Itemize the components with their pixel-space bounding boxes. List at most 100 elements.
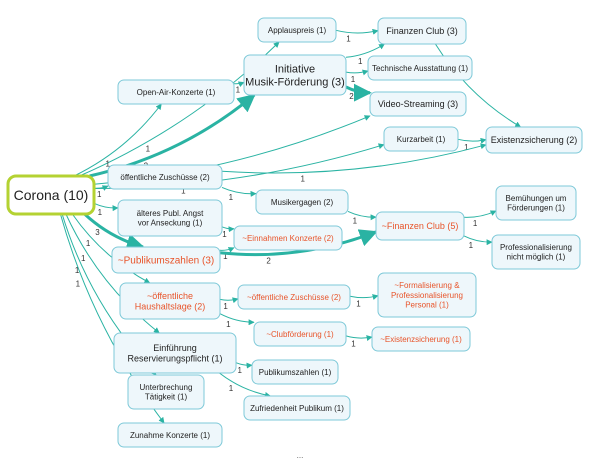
edge-label: 1 — [469, 241, 474, 250]
node-box — [491, 234, 581, 270]
node-box — [377, 17, 467, 45]
edge-label: 1 — [223, 302, 228, 311]
node-box — [237, 284, 351, 310]
node-label: Musik-Förderung (3) — [245, 77, 345, 89]
node-einnahmen[interactable]: ~Einnahmen Konzerte (2) — [233, 225, 343, 251]
edge-einfuehrung-to-publikumszahlen_1 — [235, 362, 253, 369]
node-label: Musikergagen (2) — [271, 198, 334, 207]
edge-clubfoerderung-to-existenzsicherung_1 — [345, 335, 373, 341]
node-label: Professionalisierung — [500, 243, 572, 252]
node-clubfoerderung[interactable]: ~Clubförderung (1) — [253, 321, 347, 347]
edge-initiative-to-video_streaming — [345, 83, 372, 102]
edge-musikergagen-to-finanzen_club_5 — [347, 210, 377, 221]
node-formalisierung[interactable]: ~Formalisierung &ProfessionalisierungPer… — [377, 272, 477, 318]
node-oeff_zuschuesse_2b[interactable]: ~öffentliche Zuschüsse (2) — [237, 284, 351, 310]
edge-initiative-to-finanzen_club_3 — [345, 43, 386, 58]
node-label: ~Formalisierung & — [394, 281, 460, 290]
node-label: Reservierungspflicht (1) — [127, 354, 222, 364]
edge-publikumszahlen_3-to-einnahmen — [219, 247, 235, 253]
node-oeff_zuschuesse_2[interactable]: öffentliche Zuschüsse (2) — [107, 164, 223, 190]
node-box — [243, 395, 351, 421]
node-box — [369, 91, 467, 117]
node-label: Technische Ausstattung (1) — [372, 64, 468, 73]
edge-label: 1 — [300, 175, 305, 184]
edge-label: 1 — [358, 57, 363, 66]
edge-label: 1 — [222, 230, 227, 239]
node-applauspreis[interactable]: Applauspreis (1) — [257, 17, 337, 43]
node-label: Einführung — [153, 343, 197, 353]
node-label: Zufriedenheit Publikum (1) — [250, 404, 344, 413]
node-publikumszahlen_1[interactable]: Publikumszahlen (1) — [251, 359, 339, 385]
edge-label: 1 — [346, 35, 351, 44]
edge-label: 1 — [464, 143, 469, 152]
edge-root-to-publikumszahlen_3 — [83, 212, 145, 252]
node-label: Personal (1) — [405, 300, 449, 309]
node-existenzsicherung_2[interactable]: Existenzsicherung (2) — [485, 126, 583, 154]
edge-root-to-haushaltslage — [71, 213, 151, 284]
edge-label: 1 — [229, 384, 234, 393]
edge-finanzen_club_5-to-bemuehungen — [463, 210, 497, 218]
edge-label: 1 — [351, 340, 356, 349]
node-box — [233, 225, 343, 251]
node-label: ~Finanzen Club (5) — [382, 221, 459, 231]
node-box — [253, 321, 347, 347]
edge-label: 1 — [353, 216, 358, 225]
edge-finanzen_club_5-to-professionalisierung — [463, 235, 493, 246]
node-box — [113, 332, 237, 374]
node-label: Förderungen (1) — [507, 204, 565, 213]
node-kurzarbeit[interactable]: Kurzarbeit (1) — [383, 126, 459, 152]
node-box — [251, 359, 339, 385]
node-box — [383, 126, 459, 152]
node-technische[interactable]: Technische Ausstattung (1) — [367, 55, 473, 81]
node-box — [107, 164, 223, 190]
node-label: ~Clubförderung (1) — [266, 330, 334, 339]
edge-initiative-to-technische — [345, 69, 369, 76]
node-zufriedenheit[interactable]: Zufriedenheit Publikum (1) — [243, 395, 351, 421]
node-existenzsicherung_1[interactable]: ~Existenzsicherung (1) — [371, 326, 471, 352]
edge-label: 2 — [266, 256, 271, 265]
edge-aelteres-to-einnahmen — [221, 226, 235, 233]
node-box — [111, 246, 221, 274]
edge-oeff_zuschuesse_2-to-existenzsicherung_2 — [221, 143, 487, 174]
node-finanzen_club_3[interactable]: Finanzen Club (3) — [377, 17, 467, 45]
edge-label: 1 — [97, 190, 102, 199]
node-label: ~Existenzsicherung (1) — [380, 335, 462, 344]
edge-oeff_zuschuesse_2-to-musikergagen — [221, 186, 257, 197]
node-open_air[interactable]: Open-Air-Konzerte (1) — [117, 79, 235, 105]
edge-label: 1 — [229, 193, 234, 202]
node-label: ~Publikumszahlen (3) — [118, 256, 214, 267]
footer-text: ... — [297, 451, 304, 459]
edge-oeff_zuschuesse_2b-to-formalisierung — [349, 294, 379, 300]
node-box — [119, 282, 221, 320]
edge-label: 1 — [76, 280, 81, 289]
node-publikumszahlen_3[interactable]: ~Publikumszahlen (3) — [111, 246, 221, 274]
edge-applauspreis-to-finanzen_club_3 — [335, 28, 379, 35]
node-finanzen_club_5[interactable]: ~Finanzen Club (5) — [375, 211, 465, 241]
node-musikergagen[interactable]: Musikergagen (2) — [255, 189, 349, 215]
node-label: ~öffentliche — [147, 291, 193, 301]
nodes-layer: Corona (10) Applauspreis (1) Finanzen Club… — [6, 17, 583, 448]
node-label: vor Anseckung (1) — [138, 219, 203, 228]
node-label: älteres Publ. Angst — [137, 209, 204, 218]
edge-kurzarbeit-to-existenzsicherung_2 — [457, 137, 487, 144]
edge-label: 1 — [105, 159, 110, 168]
node-label: Kurzarbeit (1) — [397, 135, 446, 144]
node-label: nicht möglich (1) — [507, 253, 566, 262]
node-root[interactable]: Corona (10) — [6, 174, 96, 216]
node-box — [117, 199, 223, 237]
node-video_streaming[interactable]: Video-Streaming (3) — [369, 91, 467, 117]
node-label: Video-Streaming (3) — [378, 99, 458, 109]
node-box — [495, 185, 577, 221]
node-zunahme[interactable]: Zunahme Konzerte (1) — [117, 422, 223, 448]
node-label: Initiative — [275, 63, 315, 75]
edge-root-to-einfuehrung — [65, 213, 160, 334]
edge-label: 1 — [98, 208, 103, 217]
node-label: Corona (10) — [14, 187, 89, 203]
